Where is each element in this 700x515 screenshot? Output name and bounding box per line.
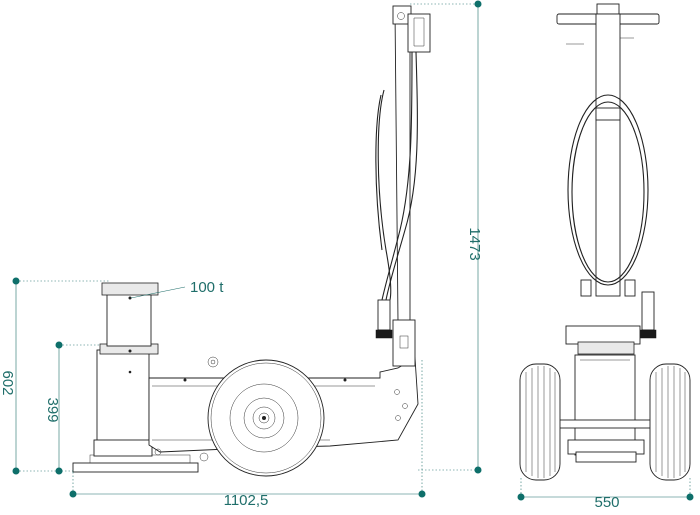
min-height-label: 399 — [44, 397, 61, 422]
cylinder-body — [96, 349, 150, 455]
overall-height-label: 1473 — [466, 227, 483, 260]
capacity-label: 100 t — [190, 279, 224, 296]
saddle — [101, 282, 159, 296]
handle-column — [394, 9, 411, 323]
hose-coupling — [377, 299, 391, 331]
width-label: 550 — [594, 494, 619, 511]
dimension-labels: 1473 602 399 1102,5 550 100 t — [0, 227, 620, 511]
front-view — [519, 3, 691, 481]
coiled-hose — [567, 94, 649, 286]
ram — [106, 293, 152, 347]
front-column — [595, 13, 621, 297]
length-label: 1102,5 — [224, 492, 269, 509]
base-plate — [72, 462, 199, 473]
dimension-lines — [12, 0, 694, 501]
side-view — [72, 5, 431, 477]
max-height-label: 602 — [0, 370, 16, 395]
